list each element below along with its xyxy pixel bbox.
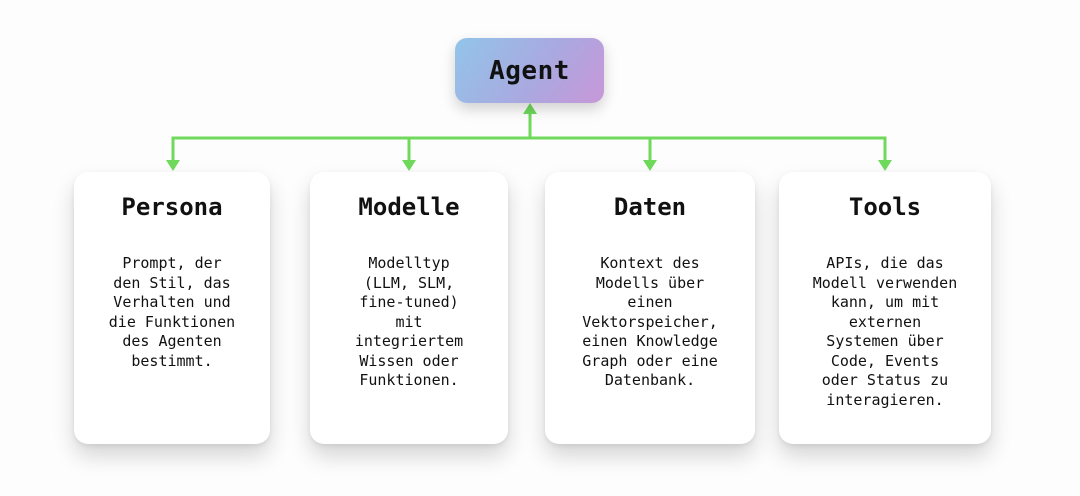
connector-path xyxy=(171,113,887,161)
node-tools-title: Tools xyxy=(848,193,922,221)
node-daten-description: Kontext des Modells über einen Vektorspe… xyxy=(582,254,718,389)
node-tools-description: APIs, die das Modell verwenden kann, um … xyxy=(812,254,958,409)
node-tools: Tools APIs, die das Modell verwenden kan… xyxy=(779,172,991,444)
node-persona-description: Prompt, der den Stil, das Verhalten und … xyxy=(108,254,236,370)
node-persona: Persona Prompt, der den Stil, das Verhal… xyxy=(74,172,270,444)
node-persona-title: Persona xyxy=(121,193,223,221)
node-modelle: Modelle Modelltyp (LLM, SLM, fine-tuned)… xyxy=(310,172,508,444)
node-modelle-description: Modelltyp (LLM, SLM, fine-tuned) mit int… xyxy=(354,254,464,389)
node-agent: Agent xyxy=(455,38,604,103)
arrow-up-to-agent-icon xyxy=(523,103,537,114)
arrow-down-daten-icon xyxy=(643,160,657,171)
arrow-down-modelle-icon xyxy=(402,160,416,171)
arrow-down-persona-icon xyxy=(166,160,180,171)
node-daten-title: Daten xyxy=(613,193,687,221)
node-modelle-title: Modelle xyxy=(358,193,460,221)
node-daten: Daten Kontext des Modells über einen Vek… xyxy=(545,172,755,444)
arrow-down-tools-icon xyxy=(878,160,892,171)
node-agent-label: Agent xyxy=(489,55,570,86)
